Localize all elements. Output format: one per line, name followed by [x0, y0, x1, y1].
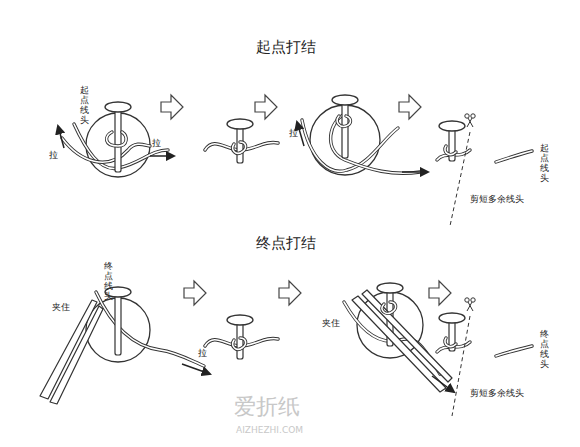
- pin-shaft: [237, 323, 243, 359]
- step-arrow: [184, 281, 206, 305]
- pin-shaft: [237, 127, 243, 163]
- thread: [96, 292, 204, 366]
- thread-end-label: 起点线头: [80, 86, 89, 126]
- clamp-label: 夹住: [322, 318, 340, 329]
- thread: [382, 302, 396, 313]
- tweezers: [352, 296, 446, 392]
- pin-head: [439, 313, 465, 323]
- pin-shaft: [115, 295, 121, 355]
- tweezers: [50, 306, 103, 404]
- thread-core: [496, 151, 532, 162]
- pull-arrow: [58, 126, 64, 148]
- pin-head: [439, 121, 465, 131]
- thread-core: [445, 146, 456, 154]
- section-title: 终点打结: [256, 234, 316, 252]
- trim-note: 剪短多余线头: [470, 388, 524, 399]
- pull-arrow: [182, 364, 210, 374]
- cut-line: [452, 316, 470, 416]
- pin-shaft: [115, 110, 121, 172]
- thread: [496, 346, 532, 356]
- thread-end-label: 终点线头: [540, 330, 549, 370]
- figures: [40, 95, 532, 416]
- pin-shaft: [342, 103, 348, 158]
- pull-label: 拉: [289, 128, 298, 139]
- scissors-symbol: [465, 114, 475, 127]
- pin-head: [105, 102, 131, 112]
- pull-arrow: [297, 122, 304, 146]
- thread: [496, 151, 532, 162]
- step-arrow: [255, 95, 277, 119]
- pull-label: 拉: [152, 138, 161, 149]
- watermark: 爱折纸: [234, 394, 300, 420]
- step-arrow: [399, 95, 421, 119]
- pin-head: [332, 95, 358, 105]
- clamp-label: 夹住: [52, 302, 70, 313]
- tweezers: [362, 290, 452, 382]
- thread: [337, 116, 350, 126]
- thread-core: [496, 346, 532, 356]
- thread-core: [382, 302, 396, 313]
- thread: [445, 338, 456, 346]
- tweezers: [40, 300, 97, 399]
- watermark: AIZHEZHI.COM: [236, 425, 303, 436]
- thread-end-label: 终点线头: [104, 262, 113, 302]
- step-arrow: [161, 95, 183, 119]
- pull-arrow: [150, 155, 174, 157]
- cut-line: [450, 132, 470, 226]
- pin-head: [227, 119, 253, 129]
- pull-label: 拉: [49, 150, 58, 161]
- section-title: 起点打结: [256, 38, 316, 56]
- thread-core: [233, 338, 246, 349]
- thread-core: [107, 132, 127, 146]
- scissors-symbol: [465, 298, 475, 311]
- pull-arrow: [402, 171, 428, 173]
- pin-head: [377, 283, 403, 293]
- thread-core: [233, 142, 246, 153]
- thread: [107, 132, 127, 146]
- pull-arrow: [432, 376, 454, 392]
- step-arrow: [429, 281, 451, 305]
- thread-core: [337, 116, 350, 126]
- trim-note: 剪短多余线头: [470, 194, 524, 205]
- pull-label: 拉: [198, 348, 207, 359]
- pin-head: [227, 315, 253, 325]
- thread: [233, 338, 246, 349]
- step-arrow: [279, 281, 301, 305]
- thread-core: [96, 292, 204, 366]
- thread-core: [445, 338, 456, 346]
- thread: [233, 142, 246, 153]
- thread: [445, 146, 456, 154]
- ring: [357, 292, 423, 358]
- thread-end-label: 起点线头: [540, 144, 549, 184]
